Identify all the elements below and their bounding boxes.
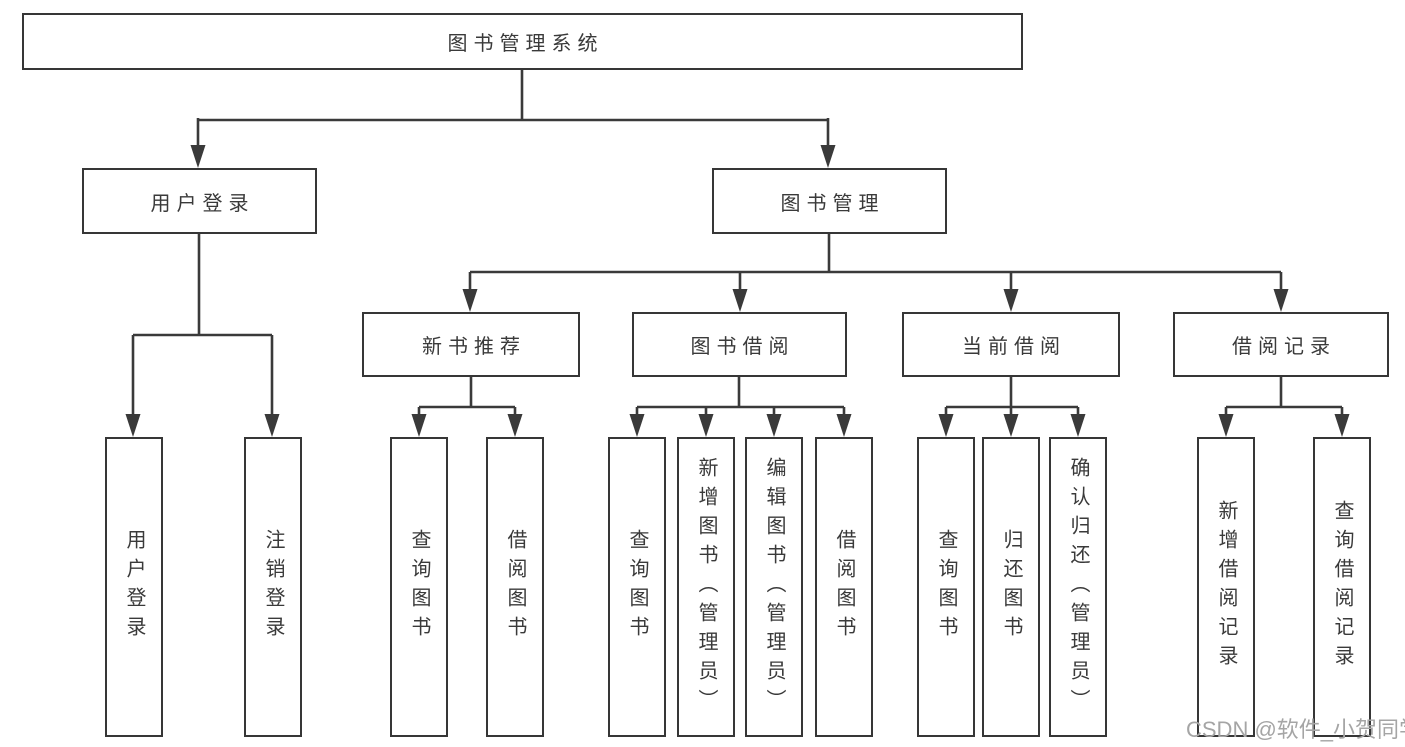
leaf-user-login: 用户登录 bbox=[105, 437, 163, 737]
node-borrowing-records: 借阅记录 bbox=[1173, 312, 1389, 377]
arrowhead bbox=[125, 414, 141, 437]
arrowhead bbox=[732, 289, 748, 312]
node-label: 新书推荐 bbox=[422, 336, 526, 358]
leaf-add-borrow-record: 新增借阅记录 bbox=[1197, 437, 1255, 737]
arrowhead bbox=[1334, 414, 1350, 437]
node-label: 用户登录 bbox=[123, 529, 145, 645]
leaf-edit-book-admin: 编辑图书（管理员） bbox=[745, 437, 803, 737]
arrowhead bbox=[411, 414, 427, 437]
node-label: 新增图书（管理员） bbox=[695, 456, 717, 718]
arrowhead bbox=[629, 414, 645, 437]
node-new-book-recommendation: 新书推荐 bbox=[362, 312, 580, 377]
leaf-query-books-current: 查询图书 bbox=[917, 437, 975, 737]
node-label: 借阅图书 bbox=[504, 529, 526, 645]
leaf-return-books: 归还图书 bbox=[982, 437, 1040, 737]
arrowhead bbox=[1003, 289, 1019, 312]
node-label: 借阅图书 bbox=[833, 529, 855, 645]
arrowhead bbox=[264, 414, 280, 437]
arrowhead bbox=[1003, 414, 1019, 437]
node-book-borrowing: 图书借阅 bbox=[632, 312, 847, 377]
node-label: 用户登录 bbox=[150, 192, 255, 215]
node-label: 图书管理系统 bbox=[447, 33, 604, 55]
node-label: 归还图书 bbox=[1000, 529, 1022, 645]
arrowhead bbox=[507, 414, 523, 437]
node-label: 新增借阅记录 bbox=[1215, 500, 1237, 674]
node-label: 查询借阅记录 bbox=[1331, 500, 1353, 674]
arrowhead bbox=[698, 414, 714, 437]
node-label: 图书管理 bbox=[780, 192, 885, 215]
node-label: 当前借阅 bbox=[962, 336, 1066, 358]
node-user-login: 用户登录 bbox=[82, 168, 317, 234]
node-label: 图书借阅 bbox=[690, 336, 795, 358]
arrowhead bbox=[190, 145, 206, 168]
leaf-query-books-borrow: 查询图书 bbox=[608, 437, 666, 737]
leaf-query-books-recommend: 查询图书 bbox=[390, 437, 448, 737]
arrowhead bbox=[1218, 414, 1234, 437]
arrowhead bbox=[820, 145, 836, 168]
node-book-management: 图书管理 bbox=[712, 168, 947, 234]
node-library-management-system: 图书管理系统 bbox=[22, 13, 1023, 70]
arrowhead bbox=[1273, 289, 1289, 312]
leaf-confirm-return-admin: 确认归还（管理员） bbox=[1049, 437, 1107, 737]
arrowhead bbox=[1070, 414, 1086, 437]
arrowhead bbox=[462, 289, 478, 312]
node-label: 查询图书 bbox=[935, 529, 957, 645]
node-label: 借阅记录 bbox=[1232, 336, 1336, 358]
arrowhead bbox=[836, 414, 852, 437]
watermark: CSDN @软件_小贺同学 bbox=[1186, 717, 1405, 742]
leaf-add-book-admin: 新增图书（管理员） bbox=[677, 437, 735, 737]
node-current-borrowing: 当前借阅 bbox=[902, 312, 1120, 377]
leaf-borrow-books-borrow: 借阅图书 bbox=[815, 437, 873, 737]
leaf-borrow-books-recommend: 借阅图书 bbox=[486, 437, 544, 737]
node-label: 确认归还（管理员） bbox=[1067, 456, 1089, 718]
leaf-logout: 注销登录 bbox=[244, 437, 302, 737]
tree-edges bbox=[131, 70, 1344, 418]
node-label: 编辑图书（管理员） bbox=[763, 456, 785, 718]
node-label: 注销登录 bbox=[262, 529, 284, 645]
leaf-query-borrow-record: 查询借阅记录 bbox=[1313, 437, 1371, 737]
arrowhead bbox=[938, 414, 954, 437]
arrowhead bbox=[766, 414, 782, 437]
node-label: 查询图书 bbox=[626, 529, 648, 645]
node-label: 查询图书 bbox=[408, 529, 430, 645]
